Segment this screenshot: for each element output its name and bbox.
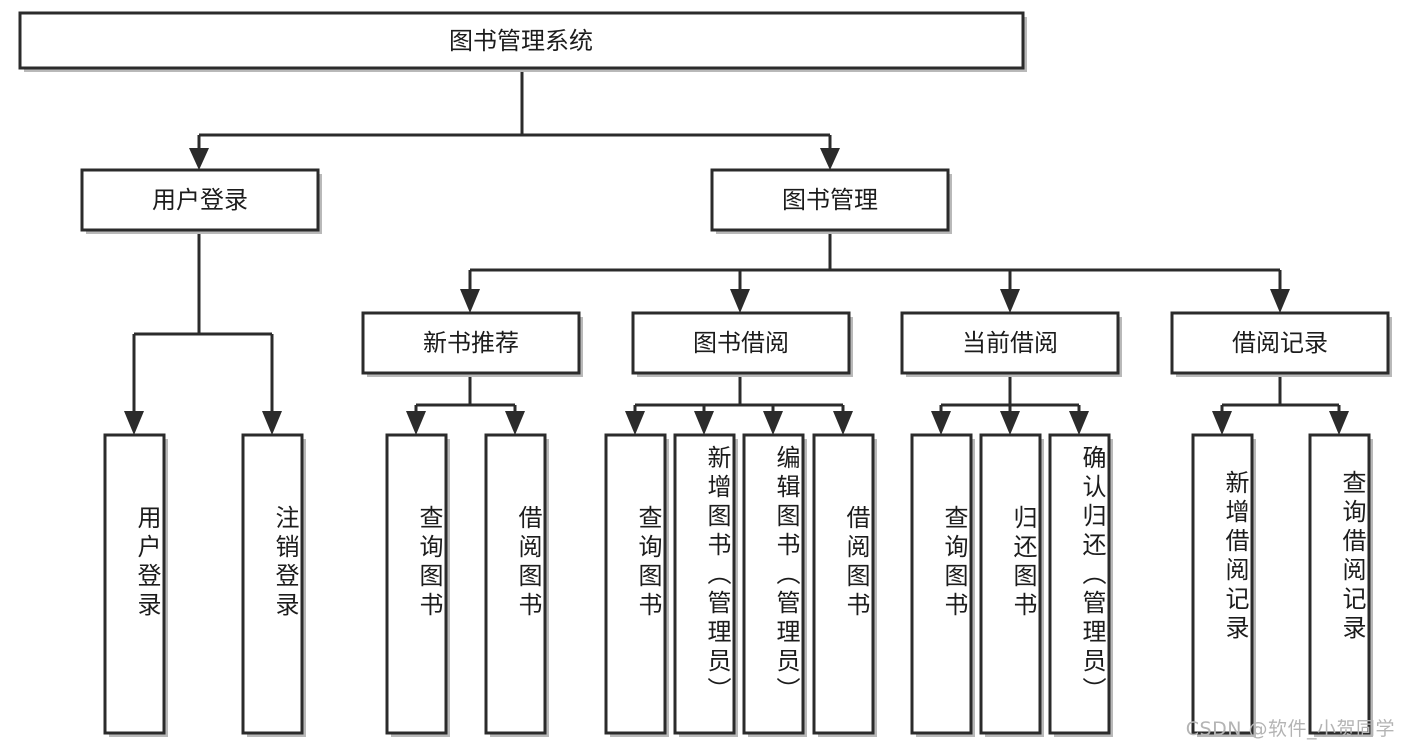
node-box-user-login[interactable] [80, 168, 320, 232]
node-label-leaf-user-login: 用户登录 [133, 505, 161, 621]
node-box-leaf-borrow-book-1[interactable] [484, 433, 547, 735]
arrow-head-leaf-borrow-book-2 [833, 411, 853, 435]
arrow-head-borrow-record [1270, 289, 1290, 313]
arrow-head-new-book-recommend [460, 289, 480, 313]
node-label-borrow-record: 借阅记录 [1232, 329, 1328, 357]
node-box-book-management[interactable] [710, 168, 950, 232]
node-label-leaf-add-book: 新增图书（管理员） [703, 445, 731, 706]
node-label-leaf-borrow-book-1: 借阅图书 [514, 505, 542, 621]
watermark-text: CSDN @软件_小贺同学 [1185, 718, 1395, 740]
node-label-leaf-query-record: 查询借阅记录 [1338, 470, 1366, 644]
arrow-head-current-borrow [1000, 289, 1020, 313]
node-box-borrow-record[interactable] [1170, 311, 1390, 375]
arrow-head-leaf-borrow-book-1 [505, 411, 525, 435]
arrow-head-book-management [820, 148, 840, 170]
arrow-head-leaf-add-book [694, 411, 714, 435]
node-box-leaf-borrow-book-2[interactable] [812, 433, 875, 735]
node-layer: 图书管理系统 用户登录 图书管理 新书推荐 图书借阅 当前借阅 借阅记录 [18, 11, 1392, 737]
node-box-leaf-user-login[interactable] [103, 433, 166, 735]
node-label-leaf-logout-login: 注销登录 [271, 505, 299, 621]
node-label-leaf-query-book-1: 查询图书 [415, 505, 443, 621]
edge-layer [124, 68, 1349, 435]
node-box-leaf-query-book-3[interactable] [910, 433, 973, 735]
node-box-leaf-confirm-return[interactable] [1048, 433, 1111, 735]
node-box-leaf-query-book-1[interactable] [385, 433, 448, 735]
arrow-head-leaf-query-record [1329, 411, 1349, 435]
arrow-head-user-login [189, 148, 209, 170]
arrow-head-book-borrow [730, 289, 750, 313]
node-box-current-borrow[interactable] [900, 311, 1120, 375]
arrow-head-leaf-query-book-3 [931, 411, 951, 435]
node-label-book-borrow: 图书借阅 [693, 329, 789, 357]
node-label-leaf-confirm-return: 确认归还（管理员） [1078, 445, 1106, 706]
node-box-leaf-logout-login[interactable] [241, 433, 304, 735]
node-label-root: 图书管理系统 [449, 27, 593, 55]
node-box-leaf-add-record[interactable] [1191, 433, 1254, 735]
node-label-leaf-add-record: 新增借阅记录 [1221, 470, 1249, 644]
arrow-head-leaf-add-record [1212, 411, 1232, 435]
node-box-leaf-query-book-2[interactable] [604, 433, 667, 735]
node-label-user-login: 用户登录 [152, 186, 248, 214]
node-label-leaf-query-book-2: 查询图书 [634, 505, 662, 621]
node-label-current-borrow: 当前借阅 [962, 329, 1058, 357]
arrow-head-leaf-logout-login [262, 411, 282, 435]
node-label-leaf-return-book: 归还图书 [1009, 505, 1037, 621]
node-box-book-borrow[interactable] [631, 311, 851, 375]
node-box-leaf-add-book[interactable] [673, 433, 736, 735]
node-box-new-book-recommend[interactable] [361, 311, 581, 375]
node-label-leaf-borrow-book-2: 借阅图书 [842, 505, 870, 621]
node-label-leaf-edit-book: 编辑图书（管理员） [772, 445, 800, 706]
node-box-leaf-edit-book[interactable] [742, 433, 805, 735]
arrow-head-leaf-user-login [124, 411, 144, 435]
node-label-leaf-query-book-3: 查询图书 [940, 505, 968, 621]
node-label-book-management: 图书管理 [782, 186, 878, 214]
arrow-head-leaf-query-book-1 [406, 411, 426, 435]
node-label-new-book-recommend: 新书推荐 [423, 329, 519, 357]
node-box-leaf-return-book[interactable] [979, 433, 1042, 735]
arrow-head-leaf-query-book-2 [625, 411, 645, 435]
arrow-head-leaf-edit-book [763, 411, 783, 435]
node-box-leaf-query-record[interactable] [1308, 433, 1371, 735]
node-box-root[interactable] [18, 11, 1025, 70]
arrow-head-leaf-return-book [1000, 411, 1020, 435]
arrow-head-leaf-confirm-return [1069, 411, 1089, 435]
